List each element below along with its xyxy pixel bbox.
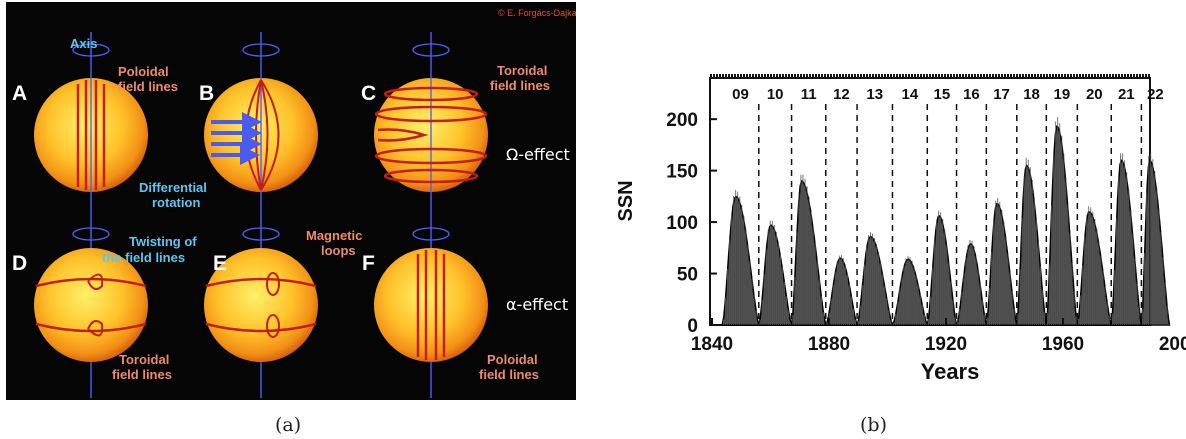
sun-d: D Twisting of the field lines Toroidal f… [12,227,197,382]
cycle-label-09: 09 [732,86,749,103]
sun-b-annotation-l2: rotation [152,195,200,210]
y-tick-label-100: 100 [666,213,698,234]
cycle-label-22: 22 [1147,86,1164,103]
sun-label-c: C [361,82,376,105]
sun-a-annotation-l1: Poloidal [118,64,169,79]
y-tick-label-150: 150 [666,162,698,183]
axis-label: Axis [70,36,97,51]
cycle-label-11: 11 [801,86,817,103]
cycle-label-14: 14 [902,86,919,103]
sun-e: E Magnetic loops [204,227,362,362]
y-tick-label-200: 200 [666,110,698,131]
cycle-label-21: 21 [1118,86,1135,103]
alpha-effect: α-effect [506,295,568,314]
sun-b-annotation-l1: Differential [139,180,207,195]
x-tick-label-2000: 2000 [1159,334,1186,355]
cycle-label-19: 19 [1053,86,1070,103]
cycle-area-15 [926,215,958,326]
x-axis-label: Years [921,359,980,384]
cycle-label-13: 13 [866,86,883,103]
y-tick-label-50: 50 [677,265,698,286]
cycle-area-10 [757,224,793,326]
caption-b: (b) [860,414,887,436]
cycle-label-20: 20 [1086,86,1103,103]
x-tick-label-1960: 1960 [1042,334,1084,355]
x-tick-label-1840: 1840 [691,334,733,355]
dynamo-illustration: © E. Forgács-Dajka A Axis Poloidal field… [6,2,577,400]
sun-c-annotation-l1: Toroidal [497,63,547,78]
sun-d-annotation-l1: Twisting of [129,234,197,249]
sun-label-a: A [12,82,27,105]
y-axis-label: SSN [615,180,637,221]
x-tick-label-1920: 1920 [925,334,967,355]
sun-d-annotation2-l2: field lines [112,367,172,382]
y-tick-label-0: 0 [687,316,698,337]
dynamo-svg: © E. Forgács-Dajka A Axis Poloidal field… [12,8,577,398]
sun-f-annotation-l2: field lines [479,367,539,382]
cycle-label-17: 17 [993,86,1010,103]
cycle-label-18: 18 [1023,86,1040,103]
cycle-label-16: 16 [963,86,980,103]
sun-label-e: E [213,252,227,275]
sun-b: B Differential rotation [139,32,318,398]
sun-label-f: F [362,252,375,275]
credit-text: © E. Forgács-Dajka [498,8,576,18]
sun-e-annotation-l2: loops [321,243,356,258]
sun-label-b: B [199,82,214,105]
sun-a: A Axis Poloidal field lines [12,32,178,398]
cycle-label-12: 12 [833,86,850,103]
sun-d-annotation-l2: the field lines [102,250,185,265]
omega-effect: Ω-effect [506,145,570,164]
sun-d-annotation2-l1: Toroidal [119,352,169,367]
sun-e-annotation-l1: Magnetic [306,228,362,243]
sun-label-d: D [12,252,27,275]
cycle-label-15: 15 [934,86,951,103]
x-tick-label-1880: 1880 [808,334,850,355]
sun-c: C Toroidal field lines Ω-effect [361,32,570,398]
sun-f-annotation-l1: Poloidal [487,352,538,367]
sun-f: F Poloidal field lines α-effect [362,227,568,382]
sun-c-annotation-l2: field lines [490,78,550,93]
caption-a: (a) [275,414,302,436]
cycle-area-18 [1015,164,1048,326]
sun-a-annotation-l2: field lines [118,79,178,94]
cycle-label-10: 10 [767,86,784,103]
